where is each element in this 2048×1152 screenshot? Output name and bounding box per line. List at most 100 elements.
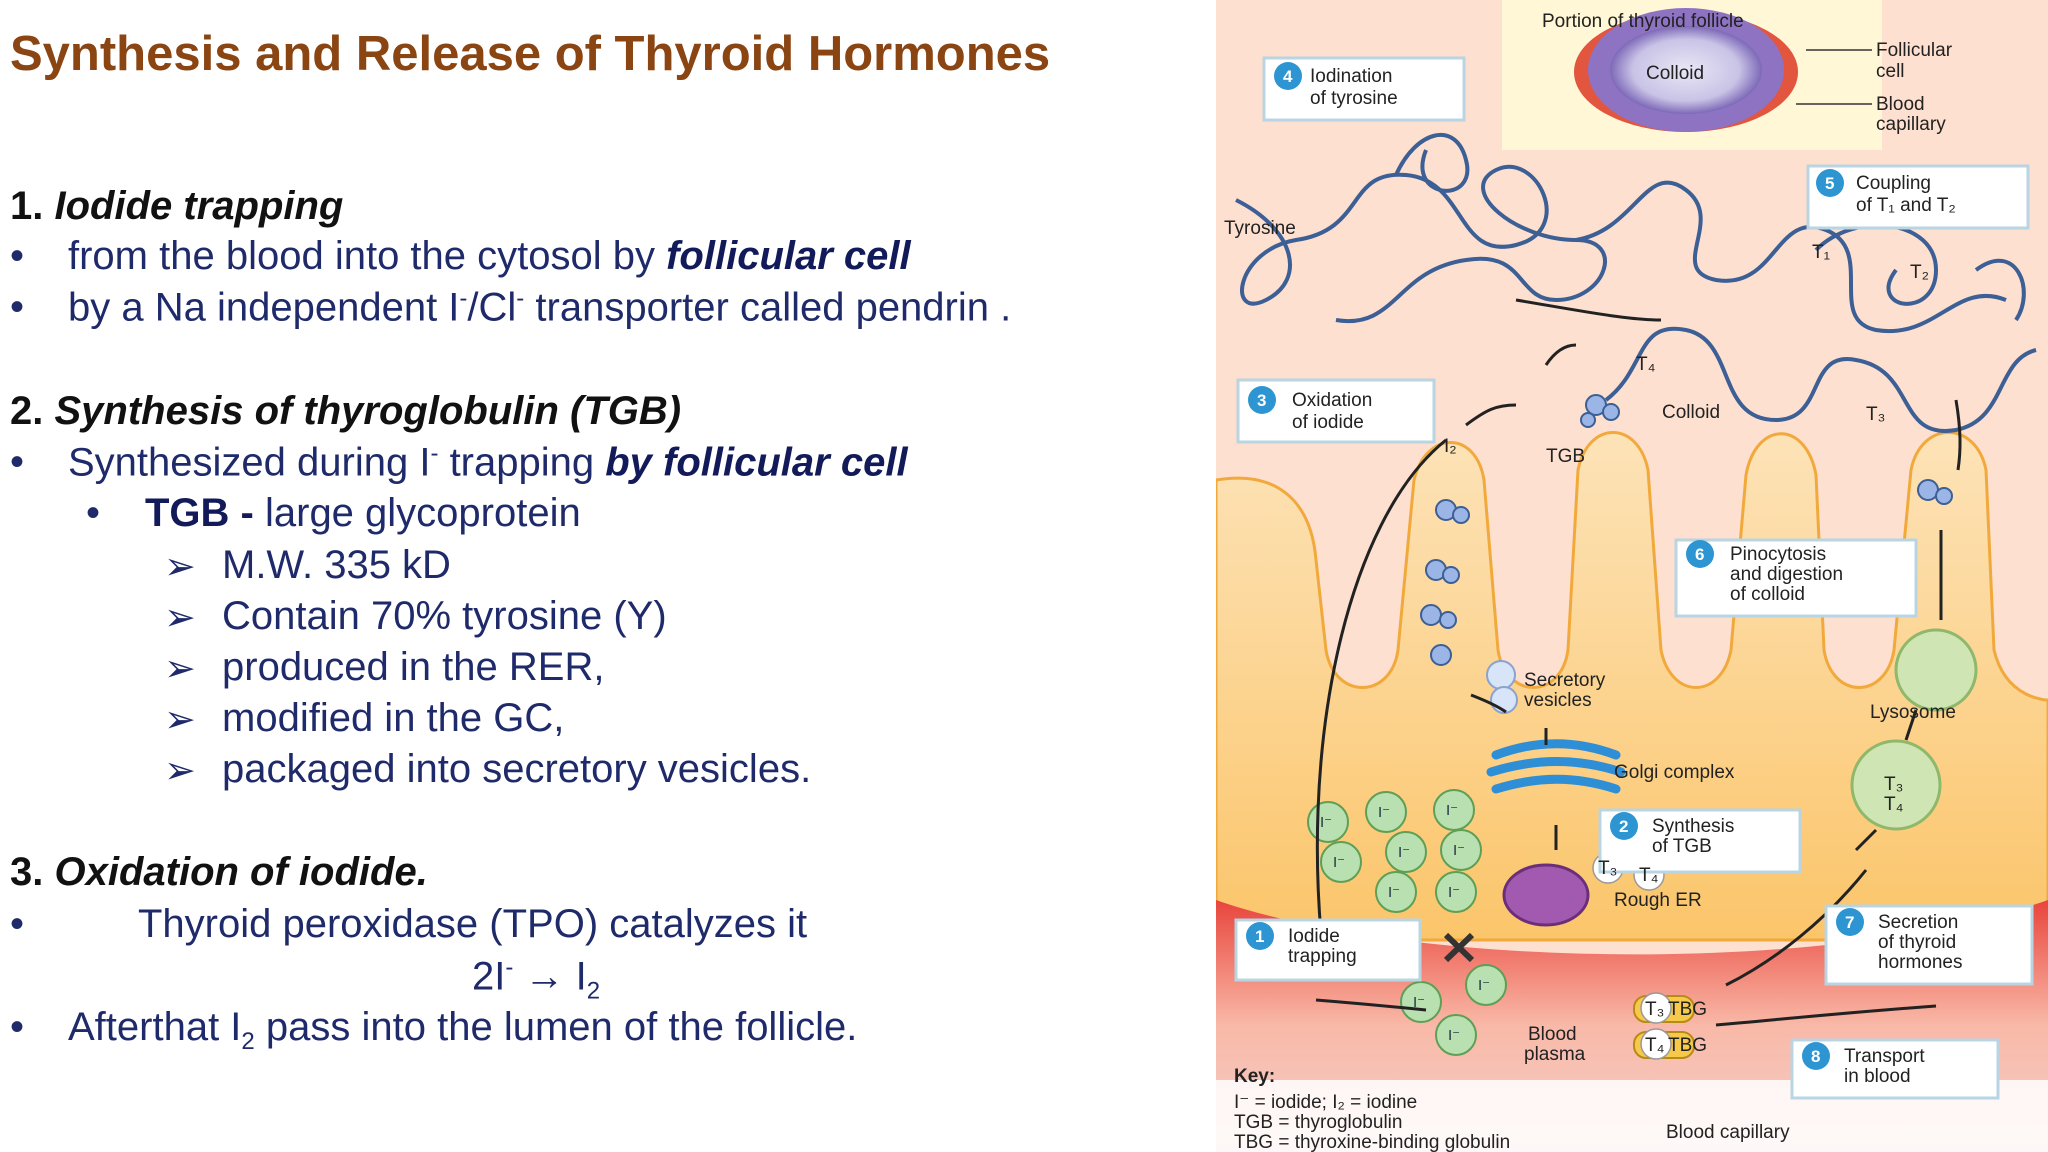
inset-cell-label: cell <box>1876 61 1905 82</box>
step-label: Transport <box>1844 1046 1925 1067</box>
step-5-box: 5 Coupling of T₁ and T₂ <box>1806 164 2030 230</box>
step-6-box: 6 Pinocytosis and digestion of colloid <box>1674 538 1918 618</box>
t3-label: T₃ <box>1866 404 1885 425</box>
bullet-dot: • <box>10 1005 25 1049</box>
chain-middle <box>1575 180 2007 334</box>
iodide-ions-cell: I⁻ I⁻ I⁻ I⁻ I⁻ I⁻ I⁻ I⁻ <box>1307 789 1482 913</box>
step-label: Iodide <box>1288 926 1340 947</box>
bound-t3-label: T₃ <box>1645 999 1664 1020</box>
section-2-heading: 2. Synthesis of thyroglobulin (TGB) <box>10 389 681 434</box>
rough-er-shape <box>1502 863 1590 927</box>
step-label: of T₁ and T₂ <box>1856 195 1956 216</box>
text-run: → I <box>513 954 587 999</box>
arrow <box>1315 998 1427 1012</box>
arrow-item: modified in the GC, <box>222 696 565 740</box>
chain-lower <box>1604 326 2037 433</box>
text-run: Synthesized during I <box>68 440 431 485</box>
t1-label: T₁ <box>1812 242 1830 263</box>
arrow-bullet: ➢ <box>164 546 196 588</box>
iodide-ions-blood: I⁻ I⁻ I⁻ <box>1400 964 1507 1056</box>
key-item: I⁻ = iodide; I₂ = iodine <box>1234 1092 1417 1113</box>
arrow-bullet: ➢ <box>164 597 196 639</box>
secretory-label: Secretory <box>1524 670 1606 691</box>
bullet-dot: • <box>10 285 25 329</box>
tgb-vesicles <box>1420 394 1953 666</box>
t4-label: T₄ <box>1636 354 1656 375</box>
step-number: 8 <box>1811 1047 1820 1066</box>
key-item: TBG = thyroxine-binding globulin <box>1234 1132 1510 1152</box>
subscript: 2 <box>586 977 601 1005</box>
lysosome-shape <box>1894 628 1978 712</box>
arrow <box>1904 709 1918 741</box>
text-run: /Cl <box>467 285 517 330</box>
superscript: - <box>516 285 525 312</box>
emphasis-text: by follicular cell <box>605 440 908 485</box>
step-number: 2 <box>1619 817 1628 836</box>
inset-colloid-label: Colloid <box>1646 63 1704 84</box>
thyroglobulin-chains <box>1235 132 2037 433</box>
bullet-text: Afterthat I2 pass into the lumen of the … <box>68 1005 857 1056</box>
bullet-text: Thyroid peroxidase (TPO) catalyzes it <box>138 902 808 946</box>
arrow-item: produced in the RER, <box>222 645 605 689</box>
free-t3-label: T₃ <box>1598 858 1617 879</box>
step-number: 3 <box>1257 391 1266 410</box>
bound-t4-label: T₄ <box>1645 1035 1665 1056</box>
step-3-box: 3 Oxidation of iodide <box>1236 378 1436 444</box>
inset-panel: Portion of thyroid follicle Colloid Foll… <box>1502 0 1953 150</box>
secretory-vesicles-shape <box>1486 660 1518 714</box>
step-label: of colloid <box>1730 584 1805 605</box>
iodide-ion-label: I⁻ <box>1333 854 1345 871</box>
sub-bullet-row: • <box>86 491 100 536</box>
tyrosine-label: Tyrosine <box>1224 218 1296 239</box>
key-legend: Key: I⁻ = iodide; I₂ = iodine TGB = thyr… <box>1234 1066 1510 1152</box>
section-3-heading: 3. Oxidation of iodide. <box>10 850 428 895</box>
text-run: from the blood into the cytosol by <box>68 234 667 278</box>
section-title: Oxidation of iodide. <box>54 850 428 894</box>
arrow <box>1315 438 1447 981</box>
blocked-transport-icon <box>1443 932 1475 963</box>
slide-title: Synthesis and Release of Thyroid Hormone… <box>10 27 1051 81</box>
step-1-box: 1 Iodide trapping <box>1234 918 1422 982</box>
bullet-row: • <box>10 1005 24 1050</box>
subscript: 2 <box>241 1028 255 1055</box>
superscript: - <box>505 954 514 981</box>
key-item: TGB = thyroglobulin <box>1234 1112 1402 1133</box>
inset-follicular-label: Follicular <box>1876 40 1953 61</box>
arrow <box>1715 1004 1937 1027</box>
follicular-cell-shape <box>1216 431 2048 942</box>
section-title: Synthesis of thyroglobulin (TGB) <box>54 389 682 433</box>
chain-right-end <box>1974 258 2026 322</box>
iodide-ion-label: I⁻ <box>1478 977 1490 994</box>
equation: 2I- → I2 <box>472 954 600 1005</box>
step-label: of iodide <box>1292 412 1364 433</box>
step-label: of tyrosine <box>1310 88 1398 109</box>
step-label: of thyroid <box>1878 932 1956 953</box>
iodide-ion-label: I⁻ <box>1413 994 1425 1011</box>
tgb-label: TGB <box>1546 446 1585 467</box>
iodide-ion-label: I⁻ <box>1446 802 1458 819</box>
golgi-complex-shape <box>1486 739 1626 794</box>
step-2-box: 2 Synthesis of TGB <box>1598 808 1802 874</box>
step-number: 7 <box>1845 913 1854 932</box>
lysosome-t3-label: T₃ <box>1884 774 1903 795</box>
text-run: by a Na independent I <box>68 285 460 330</box>
arrow <box>1725 869 1868 987</box>
text-run: trapping <box>438 440 606 485</box>
text-run: large glycoprotein <box>264 491 581 535</box>
step-label: and digestion <box>1730 564 1843 585</box>
text-run: pass into the lumen of the follicle. <box>254 1005 858 1049</box>
bullet-dot: • <box>10 234 25 278</box>
step-label: Secretion <box>1878 912 1958 933</box>
step-label: Coupling <box>1856 173 1931 194</box>
arrow-bullet: ➢ <box>164 750 196 792</box>
bold-text: TGB - <box>145 491 265 535</box>
arrow <box>1465 403 1517 427</box>
inset-colloid-shape <box>1610 26 1762 114</box>
step-label: of TGB <box>1652 836 1712 857</box>
arrow-item: packaged into secretory vesicles. <box>222 747 812 791</box>
rough-er-label: Rough ER <box>1614 890 1702 911</box>
step-label: Pinocytosis <box>1730 544 1826 565</box>
iodide-ion-label: I⁻ <box>1378 804 1390 821</box>
sub-bullet-text: TGB - large glycoprotein <box>145 491 581 536</box>
